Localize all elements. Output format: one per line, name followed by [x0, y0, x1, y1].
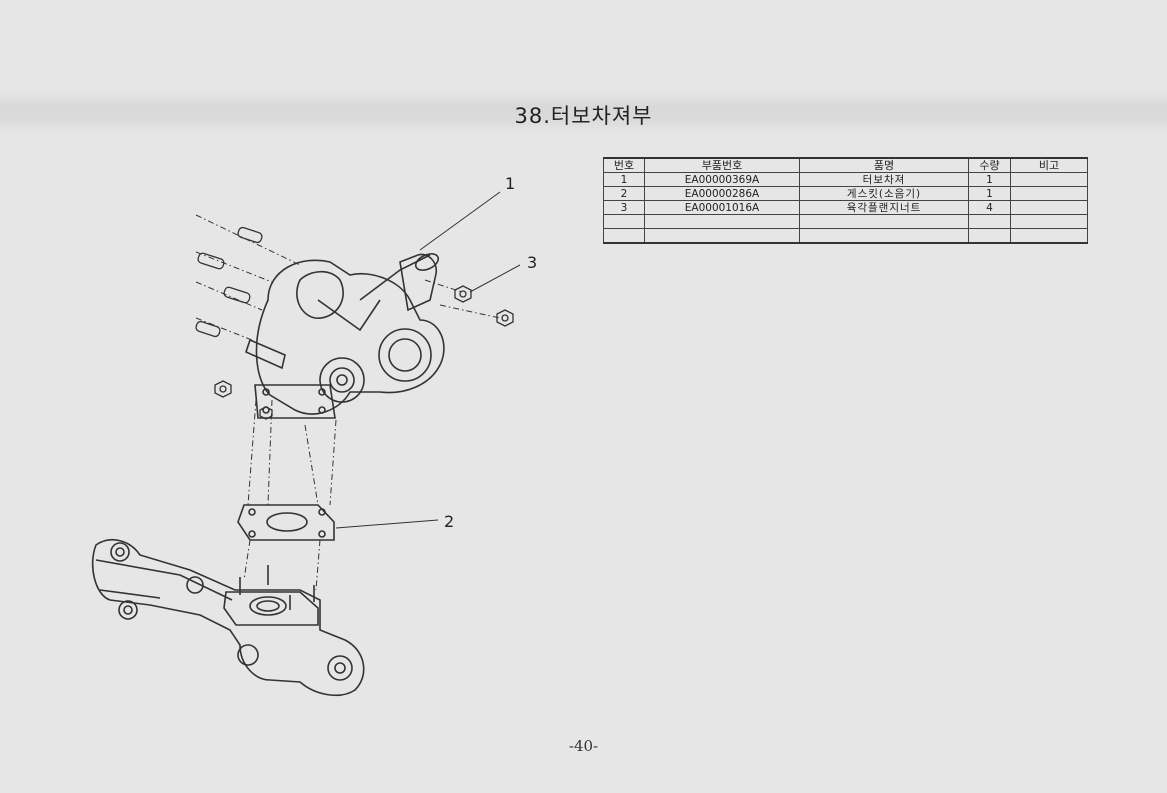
- page-title: 38.터보차져부: [514, 104, 653, 128]
- cell-part-number: EA00000286A: [644, 186, 800, 201]
- cell-part-number: EA00001016A: [644, 200, 800, 215]
- cell-no: [603, 228, 645, 244]
- header-part-number: 부품번호: [644, 157, 800, 173]
- cell-qty: [968, 228, 1011, 244]
- cell-part-number: [644, 228, 800, 244]
- callout-1: 1: [505, 174, 516, 193]
- callout-2: 2: [444, 512, 455, 531]
- table-row: [603, 228, 1088, 244]
- turbocharger-exploded-diagram: [91, 191, 521, 697]
- cell-qty: [968, 214, 1011, 229]
- cell-part-name: 터보차져: [799, 172, 969, 187]
- cell-remarks: [1010, 228, 1088, 244]
- cell-no: [603, 214, 645, 229]
- table-row: 1 EA00000369A 터보차져 1: [603, 172, 1088, 187]
- cell-part-number: EA00000369A: [644, 172, 800, 187]
- cell-qty: 1: [968, 172, 1011, 187]
- cell-remarks: [1010, 186, 1088, 201]
- table-row: 3 EA00001016A 육각플랜지너트 4: [603, 200, 1088, 215]
- page-number: -40-: [568, 737, 599, 755]
- cell-qty: 1: [968, 186, 1011, 201]
- header-remarks: 비고: [1010, 157, 1088, 173]
- cell-part-number: [644, 214, 800, 229]
- table-header-row: 번호 부품번호 품명 수량 비고: [603, 157, 1088, 173]
- table-row: [603, 214, 1088, 229]
- header-part-name: 품명: [799, 157, 969, 173]
- scan-bleed-band: [0, 92, 1167, 134]
- header-qty: 수량: [968, 157, 1011, 173]
- cell-remarks: [1010, 200, 1088, 215]
- cell-remarks: [1010, 172, 1088, 187]
- cell-part-name: 게스킷(소음기): [799, 186, 969, 201]
- cell-qty: 4: [968, 200, 1011, 215]
- cell-part-name: 육각플랜지너트: [799, 200, 969, 215]
- cell-no: 1: [603, 172, 645, 187]
- cell-no: 2: [603, 186, 645, 201]
- cell-part-name: [799, 228, 969, 244]
- header-no: 번호: [603, 157, 645, 173]
- cell-part-name: [799, 214, 969, 229]
- callout-3: 3: [527, 253, 538, 272]
- cell-remarks: [1010, 214, 1088, 229]
- parts-table: 번호 부품번호 품명 수량 비고 1 EA00000369A 터보차져 1 2 …: [603, 157, 1088, 244]
- table-row: 2 EA00000286A 게스킷(소음기) 1: [603, 186, 1088, 201]
- cell-no: 3: [603, 200, 645, 215]
